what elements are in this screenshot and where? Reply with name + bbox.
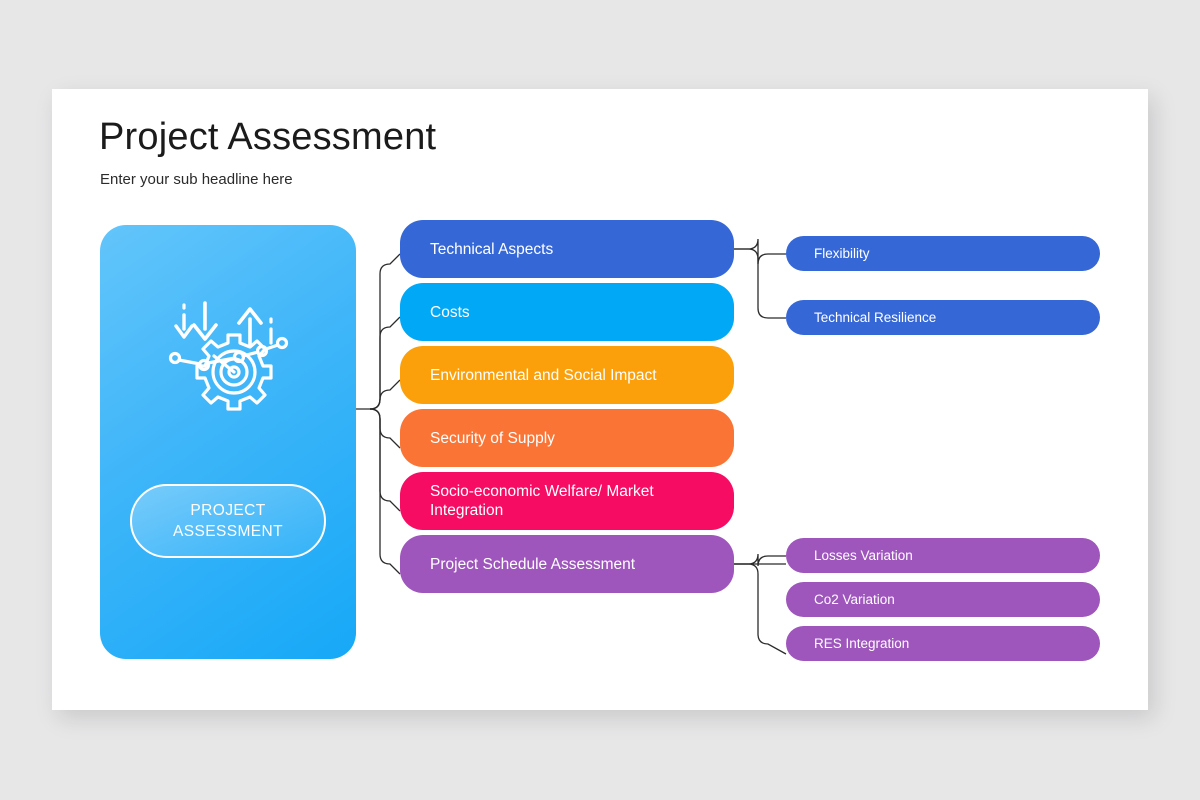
category-bar-environmental-and-social-impact[interactable]: Environmental and Social Impact xyxy=(400,346,734,404)
category-label: Technical Aspects xyxy=(430,240,554,258)
subitem-bar-flexibility[interactable]: Flexibility xyxy=(786,236,1100,271)
subitem-label: Losses Variation xyxy=(814,548,913,563)
connector-hero-to-cat-4 xyxy=(369,408,401,449)
page-title: Project Assessment xyxy=(99,116,437,158)
gear-target-arrows-icon xyxy=(168,301,289,411)
connector-hero-to-cat-2 xyxy=(369,316,401,410)
page-subtitle: Enter your sub headline here xyxy=(100,171,293,188)
connector-hero-to-cat-6 xyxy=(369,408,401,575)
subitem-label: Co2 Variation xyxy=(814,592,895,607)
subitem-label: RES Integration xyxy=(814,636,910,651)
category-label: Costs xyxy=(430,303,470,321)
hero-label-line2: ASSESSMENT xyxy=(173,523,283,540)
category-label: Security of Supply xyxy=(430,429,555,447)
category-label: Environmental and Social Impact xyxy=(430,366,657,384)
connector-tech-to-sub-1 xyxy=(734,238,786,265)
connector-tech-to-sub-2 xyxy=(734,248,786,319)
hero-center-pill[interactable]: PROJECT ASSESSMENT xyxy=(130,484,326,558)
hero-panel: PROJECT ASSESSMENT xyxy=(100,225,356,659)
category-bar-costs[interactable]: Costs xyxy=(400,283,734,341)
subitem-label: Flexibility xyxy=(814,246,870,261)
category-bar-security-of-supply[interactable]: Security of Supply xyxy=(400,409,734,467)
connector-hero-to-cat-5 xyxy=(369,408,401,512)
subitem-bar-res-integration[interactable]: RES Integration xyxy=(786,626,1100,661)
category-bar-socio-economic-welfare[interactable]: Socio-economic Welfare/ Market Integrati… xyxy=(400,472,734,530)
subitem-bar-losses-variation[interactable]: Losses Variation xyxy=(786,538,1100,573)
subitem-bar-technical-resilience[interactable]: Technical Resilience xyxy=(786,300,1100,335)
category-label: Project Schedule Assessment xyxy=(430,555,636,573)
connector-sched-to-sub-1 xyxy=(734,553,786,567)
category-bar-project-schedule-assessment[interactable]: Project Schedule Assessment xyxy=(400,535,734,593)
slide-card: Project Assessment Enter your sub headli… xyxy=(52,89,1148,710)
category-bar-technical-aspects[interactable]: Technical Aspects xyxy=(400,220,734,278)
hero-label-line1: PROJECT xyxy=(190,502,266,519)
connector-sched-to-sub-3 xyxy=(734,563,787,655)
subitem-bar-co2-variation[interactable]: Co2 Variation xyxy=(786,582,1100,617)
connector-hero-to-cat-3 xyxy=(369,379,401,410)
subitem-label: Technical Resilience xyxy=(814,310,937,325)
category-label: Socio-economic Welfare/ Market Integrati… xyxy=(430,483,654,519)
connector-hero-to-cat-1 xyxy=(356,253,401,410)
